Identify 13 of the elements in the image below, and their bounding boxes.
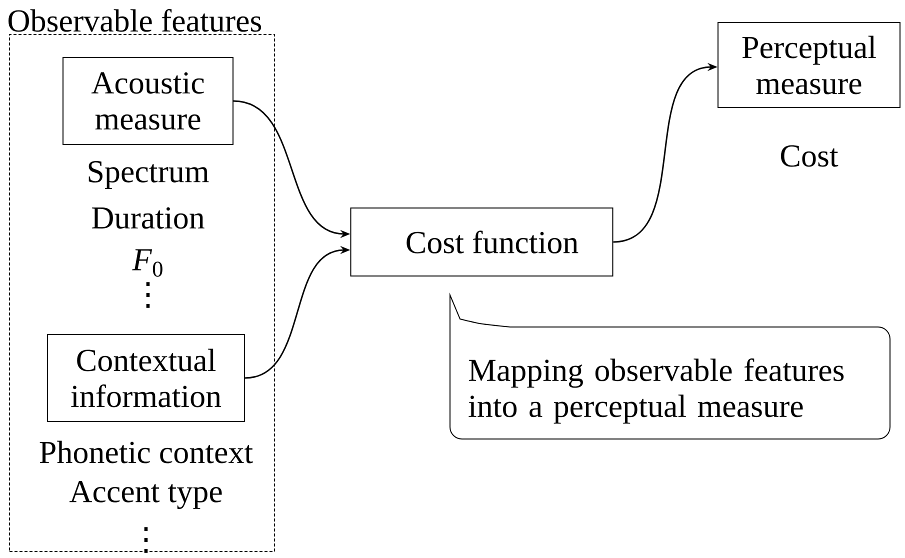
beside-text: Accent type: [69, 480, 222, 509]
beside-text: Spectrum: [88, 161, 209, 189]
beside-text: Duration: [92, 207, 204, 229]
callout: Mapping observable features into a perceptual measure: [450, 294, 890, 440]
beside-text: ⋮: [146, 282, 150, 308]
box: Perceptual measure: [718, 22, 900, 108]
beside-text: Cost: [780, 145, 838, 167]
box: Contextual information: [47, 334, 245, 422]
group-title: Observable features: [8, 8, 262, 32]
beside-text: F$_{0}$: [132, 249, 162, 277]
beside-text: Phonetic context: [40, 440, 253, 464]
cylinder: Cost function: [350, 208, 614, 276]
box: Acoustic measure: [62, 57, 234, 145]
